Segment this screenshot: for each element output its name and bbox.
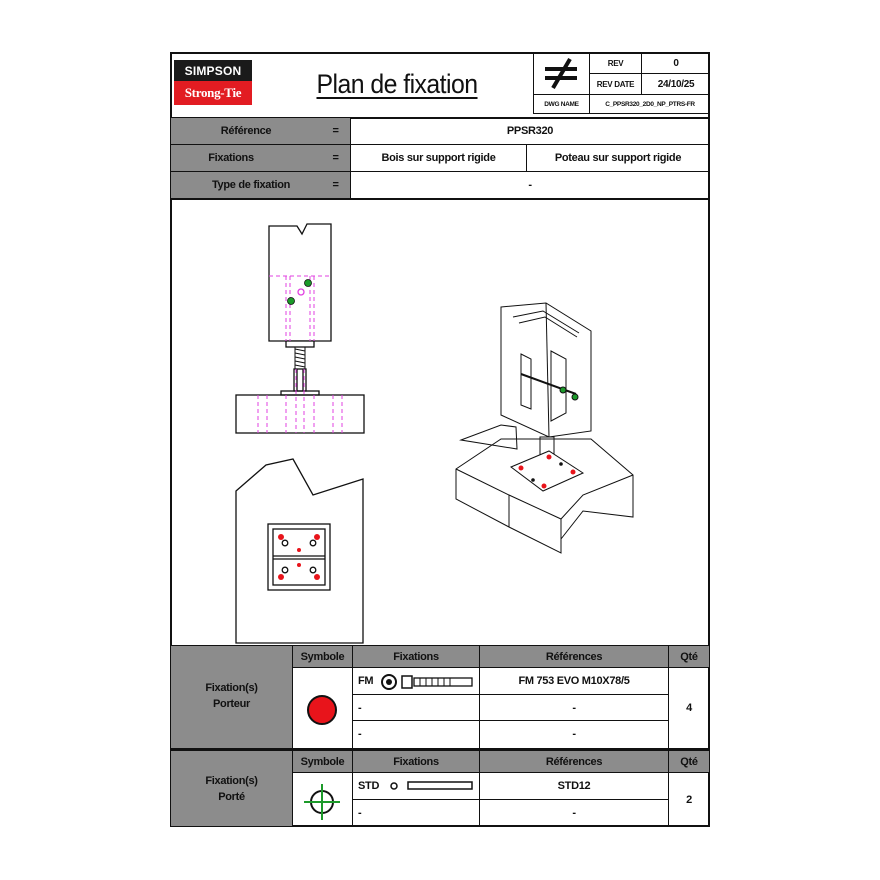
table2-col-qte: Qté xyxy=(680,755,698,768)
table1-group-label-2: Porteur xyxy=(212,698,251,710)
page-title: Plan de fixation xyxy=(316,68,478,99)
table2-group-cell xyxy=(171,751,292,826)
logo-simpson: SIMPSON xyxy=(174,60,252,81)
logo-strong-tie: Strong-Tie xyxy=(174,81,252,105)
table1-header-row xyxy=(292,646,709,667)
type-label: Type de fixation xyxy=(211,179,291,191)
dwg-name-value: C_PPSR320_2D0_NP_PTRS-FR xyxy=(605,100,695,108)
reference-label: Référence xyxy=(220,125,272,137)
table2-col-references: Références xyxy=(545,755,603,768)
table2-col-symbole: Symbole xyxy=(300,755,345,768)
table1-row2-fixation: - xyxy=(358,701,362,714)
table1-row1-reference: FM 753 EVO M10X78/5 xyxy=(518,675,630,687)
not-equal-icon xyxy=(545,57,577,90)
fixations-value-2: Poteau sur support rigide xyxy=(554,152,682,164)
reference-equals: = xyxy=(332,125,339,137)
table2-row1-fixation: STD xyxy=(358,780,380,792)
table2-group-label-1: Fixation(s) xyxy=(205,775,258,787)
dowel-pin-icon xyxy=(390,781,473,790)
rev-value: 0 xyxy=(673,57,679,69)
table2-row2-fixation: - xyxy=(358,806,362,819)
rev-label: REV xyxy=(607,58,624,68)
info-label-column xyxy=(171,118,350,198)
fixations-label: Fixations xyxy=(208,152,254,164)
table1-row3-reference: - xyxy=(572,727,576,740)
table1-row1-fixation: FM xyxy=(358,675,374,687)
dowel-symbol-elevation xyxy=(287,279,312,305)
table2-header-row xyxy=(293,751,709,772)
table1-group-cell xyxy=(171,646,292,748)
table1-col-references: Références xyxy=(545,650,603,663)
table2-group-label-2: Porté xyxy=(218,791,245,803)
rev-date-label: REV DATE xyxy=(596,79,635,89)
anchor-bolt-icon xyxy=(381,674,473,690)
fixations-equals: = xyxy=(332,152,339,164)
technical-drawing xyxy=(235,223,634,644)
table1-row2-reference: - xyxy=(572,701,576,714)
dwg-name-label: DWG NAME xyxy=(544,100,579,108)
revision-block xyxy=(533,52,710,114)
drawing-sheet xyxy=(170,52,710,827)
table1-qty: 4 xyxy=(686,702,692,714)
type-equals: = xyxy=(332,179,339,191)
table1-col-qte: Qté xyxy=(680,650,698,663)
post-elevation xyxy=(235,223,365,434)
table2-qty: 2 xyxy=(686,793,692,806)
fixations-value-1: Bois sur support rigide xyxy=(381,152,496,164)
dowel-symbol-icon xyxy=(304,784,340,820)
anchor-symbol-icon xyxy=(307,695,337,725)
table2-row1-reference: STD12 xyxy=(557,780,591,792)
type-value: - xyxy=(528,179,532,191)
rev-date-value: 24/10/25 xyxy=(657,78,695,90)
plan-view xyxy=(235,458,364,644)
table2-row2-reference: - xyxy=(572,806,576,819)
isometric-view xyxy=(455,302,634,554)
reference-value: PPSR320 xyxy=(506,125,554,137)
table1-col-symbole: Symbole xyxy=(300,650,345,663)
table1-row3-fixation: - xyxy=(358,727,362,740)
table2-col-fixations: Fixations xyxy=(393,755,439,768)
table1-group-label-1: Fixation(s) xyxy=(205,682,258,694)
table1-col-fixations: Fixations xyxy=(393,650,439,663)
